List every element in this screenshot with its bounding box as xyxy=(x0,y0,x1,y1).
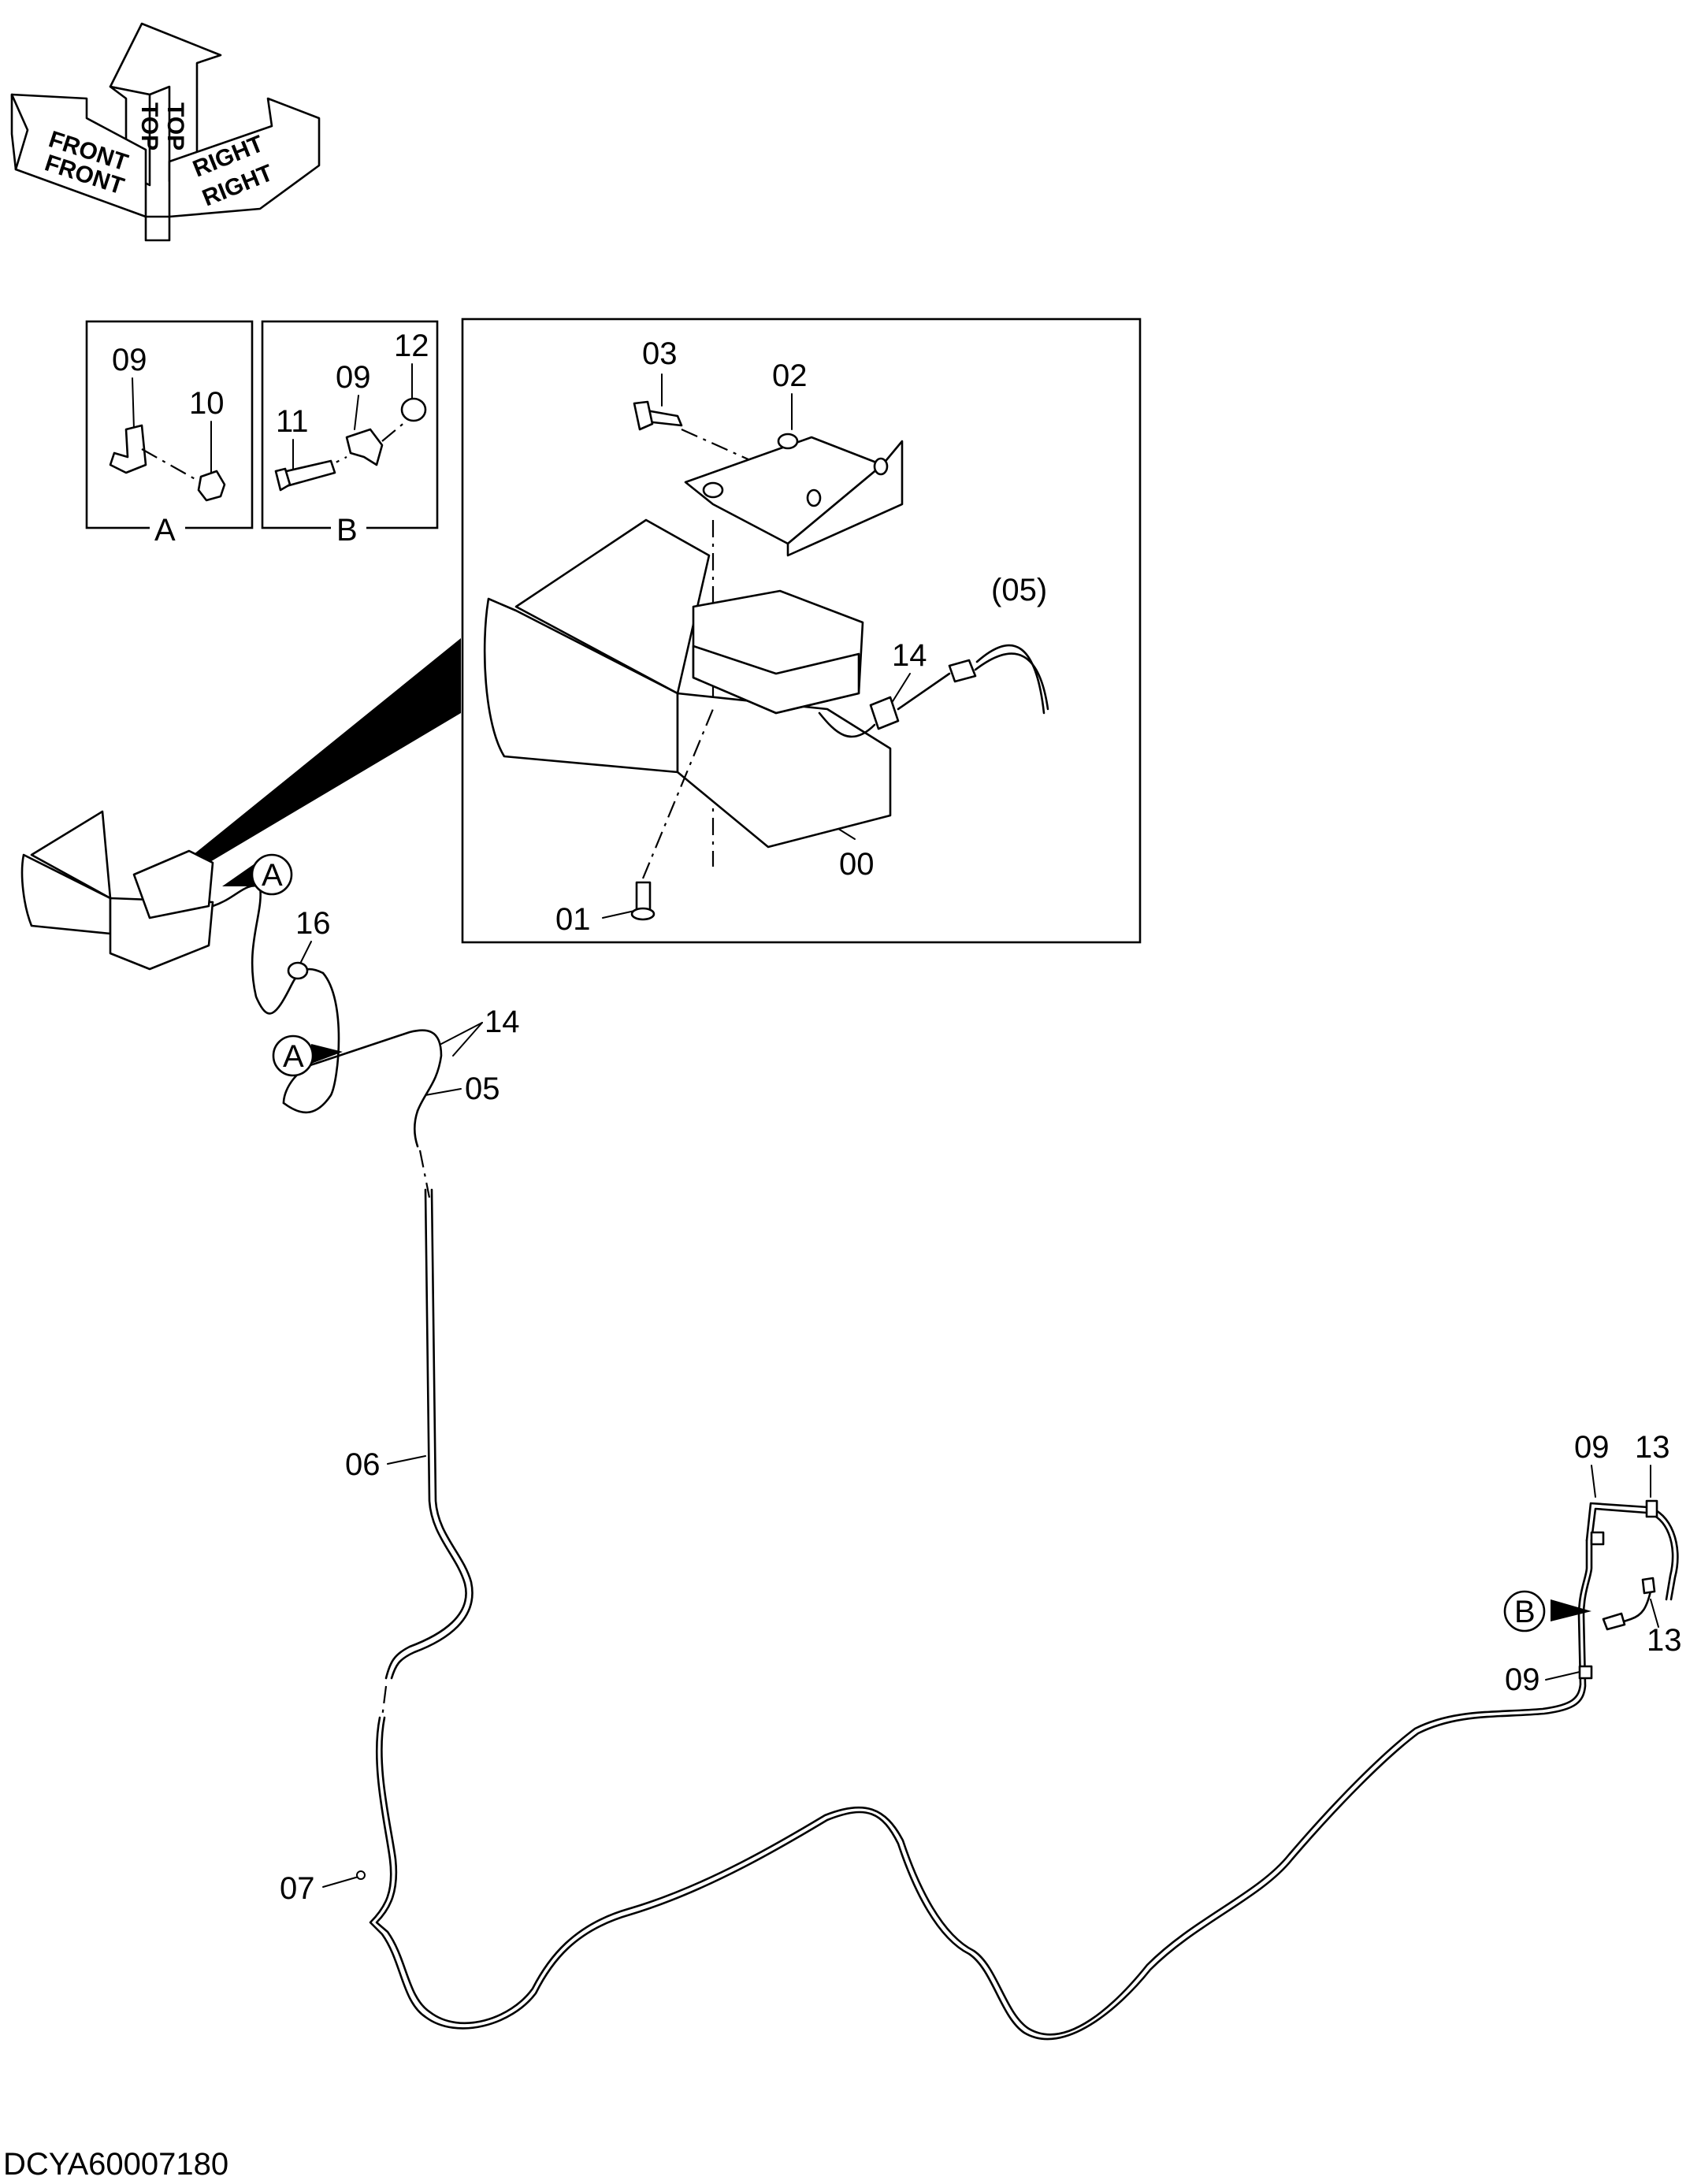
label-16: 16 xyxy=(295,906,331,941)
label-02: 02 xyxy=(772,358,808,393)
detail-a-box: A 09 10 xyxy=(85,320,254,548)
detail-a-label-10: 10 xyxy=(189,386,225,421)
label-14: 14 xyxy=(892,638,927,673)
horn-assembly-small xyxy=(20,810,443,1114)
label-14-assembly: 14 xyxy=(485,1005,520,1039)
label-07: 07 xyxy=(280,1871,315,1906)
detail-b-label-12: 12 xyxy=(394,329,429,363)
horn-detail-box: 03 02 (05) 14 00 01 xyxy=(193,318,1142,944)
label-13-lower: 13 xyxy=(1647,1623,1682,1658)
label-03: 03 xyxy=(642,336,678,371)
detail-b-label-09: 09 xyxy=(336,360,371,395)
top-label-left: TOP xyxy=(136,102,162,150)
label-06: 06 xyxy=(345,1447,381,1482)
harness-06 xyxy=(369,1188,1679,2041)
label-05-ref: (05) xyxy=(991,573,1047,607)
detail-b-label-11: 11 xyxy=(276,404,309,439)
callout-a-upper: A xyxy=(222,853,293,896)
detail-b-caption: B xyxy=(336,513,358,548)
label-09-upper: 09 xyxy=(1574,1430,1610,1465)
detail-a-label-09: 09 xyxy=(112,343,147,377)
drawing-code: DCYA60007180 xyxy=(3,2147,228,2182)
detail-b-box: B 12 09 11 xyxy=(261,320,439,548)
label-13-upper: 13 xyxy=(1635,1430,1670,1465)
label-05: 05 xyxy=(465,1072,500,1106)
callout-a-upper-label: A xyxy=(262,858,283,893)
top-label-right: TOP xyxy=(162,102,188,150)
label-09-lower: 09 xyxy=(1505,1662,1540,1697)
detail-a-caption: A xyxy=(154,513,176,548)
callout-a-lower: A xyxy=(272,1034,343,1077)
label-01: 01 xyxy=(555,902,591,937)
callout-a-lower-label: A xyxy=(283,1039,304,1074)
label-00: 00 xyxy=(839,847,875,882)
callout-b-label: B xyxy=(1514,1595,1536,1629)
callout-b: B xyxy=(1503,1590,1591,1632)
orientation-indicator: FRONT FRONT TOP TOP RIGHT RIGHT xyxy=(10,22,321,242)
